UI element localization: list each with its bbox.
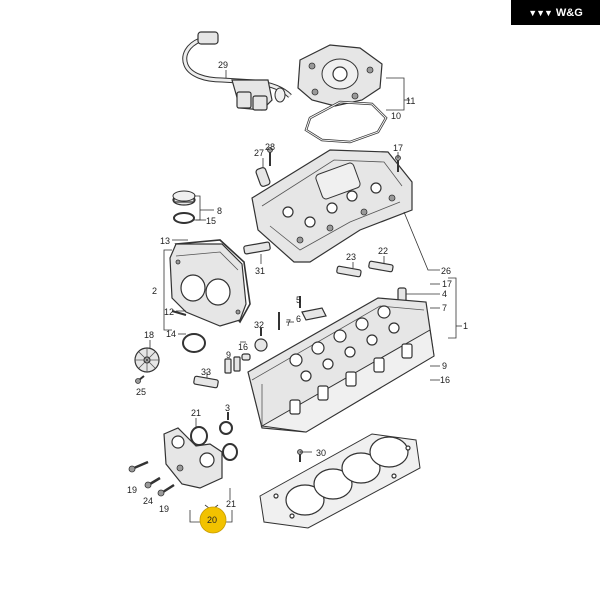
bolt-12-part xyxy=(171,310,187,316)
cylinder-head-part xyxy=(247,297,435,433)
callout-17a: 17 xyxy=(393,143,403,153)
screw-30-part xyxy=(297,449,303,462)
callout-3: 3 xyxy=(225,403,230,413)
callout-31: 31 xyxy=(255,266,265,276)
callout-10: 10 xyxy=(391,111,401,121)
cap-33-part xyxy=(254,338,268,352)
callout-32: 32 xyxy=(254,320,264,330)
callout-33: 33 xyxy=(201,367,211,377)
callout-21b: 21 xyxy=(226,499,236,509)
callout-14: 14 xyxy=(166,329,176,339)
oil-filler-cap-part xyxy=(172,190,196,206)
brand-logo-icon: ▼▼▼ xyxy=(528,7,553,18)
camshaft-housing-20-part xyxy=(163,427,223,489)
sensor-23-part xyxy=(336,265,362,278)
screw-28-part xyxy=(267,147,273,166)
seal-21-part xyxy=(190,426,208,446)
bolt-25-part xyxy=(135,375,145,384)
callout-19b: 19 xyxy=(159,504,169,514)
callout-9b: 9 xyxy=(226,350,231,360)
callout-4: 4 xyxy=(442,289,447,299)
brand-name: W&G xyxy=(555,6,583,19)
cap-16-part xyxy=(241,353,251,361)
seal-21b-part xyxy=(222,443,238,461)
callout-labels: 29 11 10 28 27 17 8 15 13 2 12 14 18 25 … xyxy=(127,60,468,514)
bolt-19a-part xyxy=(128,460,149,473)
callout-16: 16 xyxy=(238,342,248,352)
callout-19a: 19 xyxy=(127,485,137,495)
callout-26: 26 xyxy=(441,266,451,276)
callout-28: 28 xyxy=(265,142,275,152)
callout-30: 30 xyxy=(316,448,326,458)
callout-29: 29 xyxy=(218,60,228,70)
callout-25: 25 xyxy=(136,387,146,397)
bracket-6-part xyxy=(301,307,327,321)
callout-7b: 7 xyxy=(286,318,291,328)
sensor-31-part xyxy=(243,241,271,255)
spring-9-part xyxy=(224,356,241,374)
callout-17b: 17 xyxy=(442,279,452,289)
callout-8: 8 xyxy=(217,206,222,216)
highlight-callout-20: 20 xyxy=(199,506,227,534)
sensor-22-part xyxy=(368,260,394,273)
sensor-23b-part xyxy=(193,375,219,389)
cylinder-head-gasket-part xyxy=(259,433,421,529)
callout-12: 12 xyxy=(164,307,174,317)
callout-18: 18 xyxy=(144,330,154,340)
callout-9: 9 xyxy=(442,361,447,371)
callout-24: 24 xyxy=(143,496,153,506)
breather-hose-part xyxy=(182,31,292,111)
seal-ring-15-part xyxy=(173,212,195,224)
seal-3-part xyxy=(219,421,233,435)
sprocket-18-part xyxy=(134,347,160,373)
oil-separator-part xyxy=(297,44,383,107)
callout-16b: 16 xyxy=(440,375,450,385)
callout-21a: 21 xyxy=(191,408,201,418)
callout-20: 20 xyxy=(207,515,217,525)
seal-14-part xyxy=(182,333,206,353)
cylinder-head-cover-part xyxy=(251,149,413,263)
bolt-24-part xyxy=(144,476,161,489)
gasket-10-part xyxy=(304,100,388,144)
callout-13: 13 xyxy=(160,236,170,246)
callout-15: 15 xyxy=(206,216,216,226)
callout-11: 11 xyxy=(406,96,415,106)
callout-2: 2 xyxy=(152,286,157,296)
sensor-27-part xyxy=(255,167,271,187)
callout-7: 7 xyxy=(442,303,447,313)
callout-1: 1 xyxy=(463,321,468,331)
bolt-19b-part xyxy=(157,483,175,497)
brand-badge: ▼▼▼ W&G xyxy=(511,0,600,25)
callout-5: 5 xyxy=(296,295,301,305)
callout-22: 22 xyxy=(378,246,388,256)
callout-6: 6 xyxy=(296,314,301,324)
callout-23: 23 xyxy=(346,252,356,262)
callout-27: 27 xyxy=(254,148,264,158)
timing-cover-part xyxy=(169,243,247,327)
